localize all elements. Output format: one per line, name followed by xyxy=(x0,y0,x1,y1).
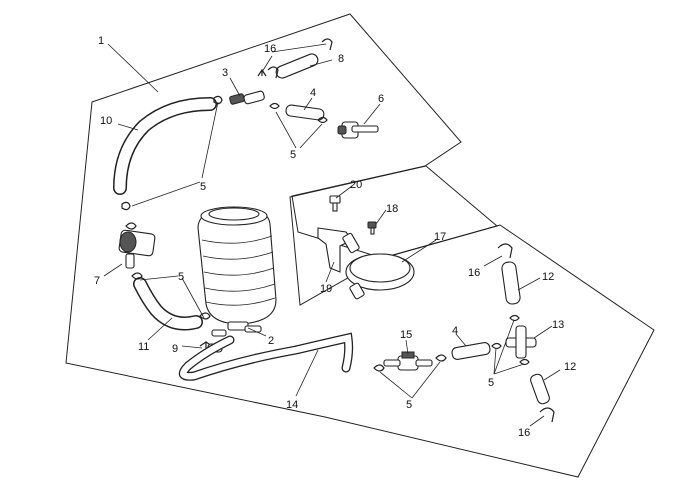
callout-15: 15 xyxy=(400,329,412,341)
hose-8 xyxy=(267,38,333,79)
callout-1: 1 xyxy=(98,35,104,47)
callout-14: 14 xyxy=(286,399,298,411)
clip-16-icon xyxy=(257,68,267,77)
callout-11: 11 xyxy=(138,341,149,353)
valve-15 xyxy=(373,351,447,372)
hose-12-upper xyxy=(497,243,521,305)
callout-18: 18 xyxy=(386,203,398,215)
callout-7: 7 xyxy=(94,275,100,287)
callout-6: 6 xyxy=(378,93,384,105)
callout-3: 3 xyxy=(222,67,228,79)
callout-10: 10 xyxy=(100,115,112,127)
callout-5: 5 xyxy=(488,377,494,389)
callout-16: 16 xyxy=(468,267,480,279)
hose-4-upper xyxy=(269,102,328,124)
callout-5: 5 xyxy=(178,271,184,283)
t-connector-13 xyxy=(505,314,537,366)
valve-6 xyxy=(337,121,379,139)
bracket-subframe xyxy=(289,165,499,306)
callout-16: 16 xyxy=(264,43,276,55)
callout-12: 12 xyxy=(542,271,554,283)
hose-14 xyxy=(178,332,354,381)
strap-band-17 xyxy=(342,232,415,300)
hose-12-lower xyxy=(530,373,555,423)
leader-lines xyxy=(103,43,561,427)
hose-10 xyxy=(113,97,217,195)
hose-11 xyxy=(131,272,211,331)
callout-9: 9 xyxy=(172,343,178,355)
callout-5: 5 xyxy=(200,181,206,193)
bolt-20-icon xyxy=(329,195,341,212)
callout-5: 5 xyxy=(406,399,412,411)
canister-2 xyxy=(197,206,277,337)
hose-4-lower xyxy=(451,342,502,360)
bolt-18-icon xyxy=(367,221,377,235)
callout-4: 4 xyxy=(310,87,316,99)
callout-13: 13 xyxy=(552,319,564,331)
callout-5: 5 xyxy=(290,149,296,161)
callout-20: 20 xyxy=(350,179,362,191)
valve-7 xyxy=(118,222,156,269)
callout-19: 19 xyxy=(320,283,332,295)
callout-16: 16 xyxy=(518,427,530,439)
callout-labels: 1 16 8 3 4 6 10 5 5 20 18 17 19 7 5 2 11… xyxy=(94,35,576,439)
callout-2: 2 xyxy=(268,335,274,347)
connector-3 xyxy=(229,90,265,105)
callout-17: 17 xyxy=(434,231,446,243)
callout-12: 12 xyxy=(564,361,576,373)
callout-8: 8 xyxy=(338,53,344,65)
clip-icon xyxy=(121,95,223,211)
callout-4: 4 xyxy=(452,325,458,337)
